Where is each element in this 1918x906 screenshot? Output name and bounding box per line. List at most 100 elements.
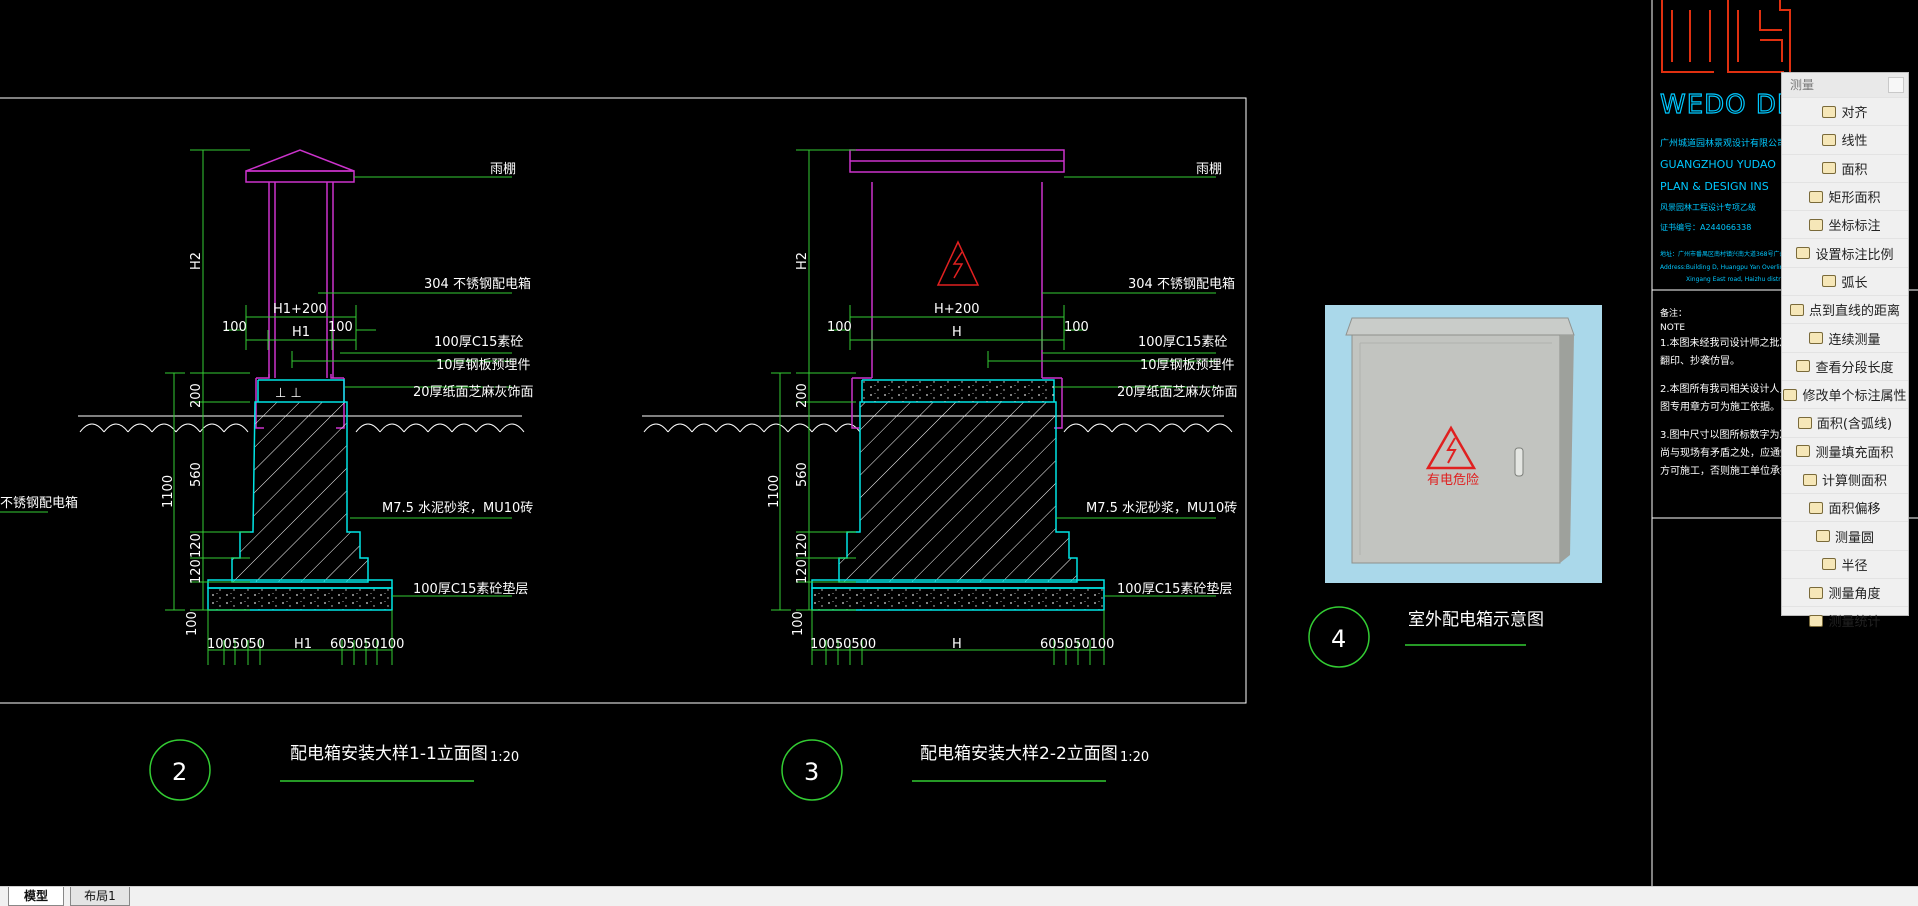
layout-tab-bar: 模型 布局1 — [0, 886, 1918, 906]
dim-bottom-left-3: 10050500 — [810, 637, 876, 652]
address-en-2: Xingang East road, Haizhu district — [1686, 276, 1789, 283]
plinth-3 — [811, 379, 1105, 611]
measure-item-area[interactable]: 面积 — [1782, 153, 1908, 182]
dim-width-3: H — [952, 325, 962, 340]
dim-right-100: 100 — [328, 320, 353, 335]
note-3b: 尚与现场有矛盾之处，应通知 — [1660, 446, 1790, 459]
align-icon — [1822, 105, 1837, 118]
coordinate-icon — [1809, 218, 1824, 231]
measure-item-label: 线性 — [1841, 134, 1868, 150]
measure-item-circle[interactable]: 测量圆 — [1782, 521, 1908, 549]
measure-item-point-line[interactable]: 点到直线的距离 — [1782, 295, 1908, 323]
dim-1100-3: 1100 — [767, 475, 782, 508]
measure-item-label: 测量填充面积 — [1815, 445, 1894, 461]
measure-item-align[interactable]: 对齐 — [1782, 97, 1908, 125]
slab-label-3: 100厚C15素砼 — [1138, 335, 1227, 350]
measure-item-area-offset[interactable]: 面积偏移 — [1782, 493, 1908, 521]
measure-item-scale[interactable]: 设置标注比例 — [1782, 238, 1908, 266]
canopy — [245, 149, 355, 429]
masonry-label: M7.5 水泥砂浆，MU10砖 — [382, 501, 533, 516]
angle-icon — [1809, 586, 1824, 599]
dim-120a: 120 — [189, 533, 204, 558]
dim-width: H1 — [292, 325, 310, 340]
measure-item-label: 计算侧面积 — [1821, 474, 1887, 489]
dim-200-3: 200 — [795, 383, 810, 408]
measure-item-coordinate[interactable]: 坐标标注 — [1782, 210, 1908, 238]
measure-item-side-area[interactable]: 计算侧面积 — [1782, 464, 1908, 493]
measure-item-area-arc[interactable]: 面积(含弧线) — [1782, 408, 1908, 436]
detail-2-number-circle — [149, 739, 211, 801]
viewport-frame — [0, 97, 1247, 704]
dim-left-100-3: 100 — [827, 320, 852, 335]
modify-icon — [1783, 388, 1798, 401]
detail-4-title: 室外配电箱示意图 — [1408, 610, 1544, 630]
box-warning-text: 有电危险 — [1427, 473, 1479, 488]
detail-3-number: 3 — [804, 758, 819, 786]
measure-item-rect-area[interactable]: 矩形面积 — [1782, 181, 1908, 210]
logo-wordmark: WEDO DE — [1660, 90, 1794, 120]
segment-icon — [1796, 360, 1811, 373]
plate-label: 10厚钢板预埋件 — [436, 358, 531, 373]
masonry-label-3: M7.5 水泥砂浆，MU10砖 — [1086, 501, 1237, 516]
dim-h2: H2 — [189, 252, 204, 270]
measure-panel-title: 测量 — [1790, 78, 1815, 92]
offset-icon — [1809, 501, 1824, 514]
measure-item-label: 弧长 — [1841, 275, 1868, 291]
box-label-3: 304 不锈钢配电箱 — [1128, 276, 1235, 292]
tab-model[interactable]: 模型 — [8, 887, 64, 906]
side-note-label: 不锈钢配电箱 — [0, 495, 78, 511]
dim-120a-3: 120 — [795, 533, 810, 558]
dimensions — [165, 149, 393, 665]
detail-3-number-circle — [781, 739, 843, 801]
measure-item-statistics[interactable]: 测量统计 — [1782, 606, 1908, 634]
measure-item-label: 测量角度 — [1828, 587, 1881, 603]
measure-item-label: 对齐 — [1841, 106, 1868, 122]
fill-area-icon — [1796, 445, 1811, 458]
measure-item-radius[interactable]: 半径 — [1782, 549, 1908, 578]
measure-item-arc-length[interactable]: 弧长 — [1782, 266, 1908, 295]
area-arc-icon — [1797, 416, 1812, 429]
arc-icon — [1822, 275, 1837, 288]
canopy-label: 雨棚 — [490, 162, 516, 177]
dim-bottom-mid-3: H — [952, 637, 962, 652]
measure-item-linear[interactable]: 线性 — [1782, 125, 1908, 153]
detail-4-photo: 有电危险 4 室外配电箱示意图 — [1308, 305, 1602, 668]
measure-item-modify[interactable]: 修改单个标注属性 — [1782, 379, 1908, 408]
cad-drawing-canvas[interactable]: ⊥ ⊥ 雨棚 304 不锈钢配电箱 100厚C15素砼 1 — [0, 0, 1918, 886]
measure-item-label: 查看分段长度 — [1815, 360, 1894, 376]
close-icon[interactable] — [1888, 77, 1904, 93]
dim-120b-3: 120 — [795, 559, 810, 584]
cert: 风景园林工程设计专项乙级 — [1660, 202, 1756, 212]
measure-item-segment[interactable]: 查看分段长度 — [1782, 351, 1908, 380]
dim-560: 560 — [189, 462, 204, 487]
plate-mark-left: ⊥ ⊥ — [275, 386, 302, 401]
measure-item-label: 半径 — [1841, 558, 1868, 574]
measure-item-label: 面积偏移 — [1828, 502, 1881, 518]
leaders — [0, 176, 512, 597]
company-cn: 广州城道园林景观设计有限公司 — [1660, 137, 1786, 149]
measure-item-continuous[interactable]: 连续测量 — [1782, 323, 1908, 351]
measure-item-label: 设置标注比例 — [1815, 247, 1894, 263]
measure-item-fill-area[interactable]: 测量填充面积 — [1782, 436, 1908, 465]
scale-icon — [1796, 247, 1811, 260]
dim-100: 100 — [185, 611, 200, 636]
bedding-label-3: 100厚C15素砼垫层 — [1117, 581, 1232, 597]
measure-item-angle[interactable]: 测量角度 — [1782, 578, 1908, 606]
dim-200: 200 — [189, 383, 204, 408]
measure-item-label: 面积 — [1841, 162, 1868, 178]
tab-layout1[interactable]: 布局1 — [70, 887, 130, 906]
detail-3-title: 配电箱安装大样2-2立面图 — [920, 744, 1118, 764]
measure-panel[interactable]: 测量 对齐 线性 面积 矩形面积 坐标标注 设置标注比例 弧长 点到直线的距离 … — [1781, 72, 1909, 630]
measure-panel-header[interactable]: 测量 — [1782, 73, 1908, 97]
detail-2-scale: 1:20 — [490, 750, 519, 765]
dim-left-100: 100 — [222, 320, 247, 335]
statistics-icon — [1809, 614, 1824, 627]
cert-no: 证书编号：A244066338 — [1660, 222, 1751, 232]
dim-bottom-right: 605050100 — [330, 637, 404, 652]
slab-label: 100厚C15素砼 — [434, 335, 523, 350]
company-en-2: PLAN & DESIGN INS — [1660, 180, 1769, 193]
side-area-icon — [1802, 473, 1817, 486]
measure-item-label: 矩形面积 — [1828, 191, 1881, 207]
continuous-icon — [1809, 332, 1824, 345]
note-2a: 2.本图所有我司相关设计人员签 — [1660, 382, 1800, 395]
